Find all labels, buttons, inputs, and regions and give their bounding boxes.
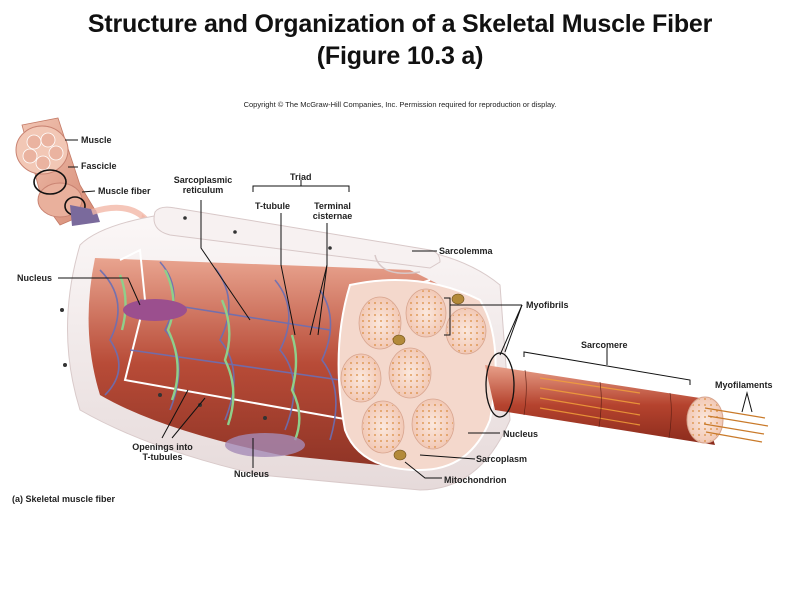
- label-sarcoplasm: Sarcoplasm: [476, 454, 528, 464]
- label-nucleus-bottom: Nucleus: [234, 469, 270, 479]
- leader-lines: [58, 139, 753, 479]
- nucleus-left-shape: [123, 299, 187, 321]
- label-muscle: Muscle: [81, 135, 112, 145]
- label-terminal-cisternae: Terminal cisternae: [305, 201, 360, 221]
- label-terminal-cisternae-line2: cisternae: [312, 211, 353, 221]
- figure-caption: (a) Skeletal muscle fiber: [12, 494, 116, 504]
- label-muscle-fiber: Muscle fiber: [98, 186, 151, 196]
- label-myofilaments: Myofilaments: [715, 380, 773, 390]
- figure-title-line2: (Figure 10.3 a): [316, 42, 484, 70]
- label-t-tubule: T-tubule: [255, 201, 290, 211]
- label-nucleus-left: Nucleus: [17, 273, 53, 283]
- label-terminal-cisternae-line1: Terminal: [314, 201, 351, 211]
- label-sarcoplasmic-reticulum: Sarcoplasmic reticulum: [168, 175, 238, 195]
- myofibril-cross-sections: [337, 279, 497, 472]
- muscle-bundle: [15, 117, 155, 228]
- label-triad: Triad: [290, 172, 312, 182]
- extended-myofibril: [485, 352, 769, 445]
- label-sarcomere: Sarcomere: [581, 340, 628, 350]
- label-sarcoplasmic-reticulum-line1: Sarcoplasmic: [173, 175, 233, 185]
- label-nucleus-right: Nucleus: [503, 429, 539, 439]
- label-myofibrils: Myofibrils: [526, 300, 569, 310]
- label-openings-into-t-tubules: Openings into T-tubules: [125, 442, 200, 462]
- label-sarcolemma: Sarcolemma: [439, 246, 493, 256]
- label-openings-line2: T-tubules: [142, 452, 183, 462]
- copyright-notice: Copyright © The McGraw-Hill Companies, I…: [243, 100, 557, 109]
- label-openings-line1: Openings into: [132, 442, 193, 452]
- label-fascicle: Fascicle: [81, 161, 117, 171]
- nucleus-bottom-shape: [225, 433, 305, 457]
- figure-title-line1: Structure and Organization of a Skeletal…: [87, 10, 713, 38]
- label-mitochondrion: Mitochondrion: [444, 475, 507, 485]
- label-sarcoplasmic-reticulum-line2: reticulum: [182, 185, 224, 195]
